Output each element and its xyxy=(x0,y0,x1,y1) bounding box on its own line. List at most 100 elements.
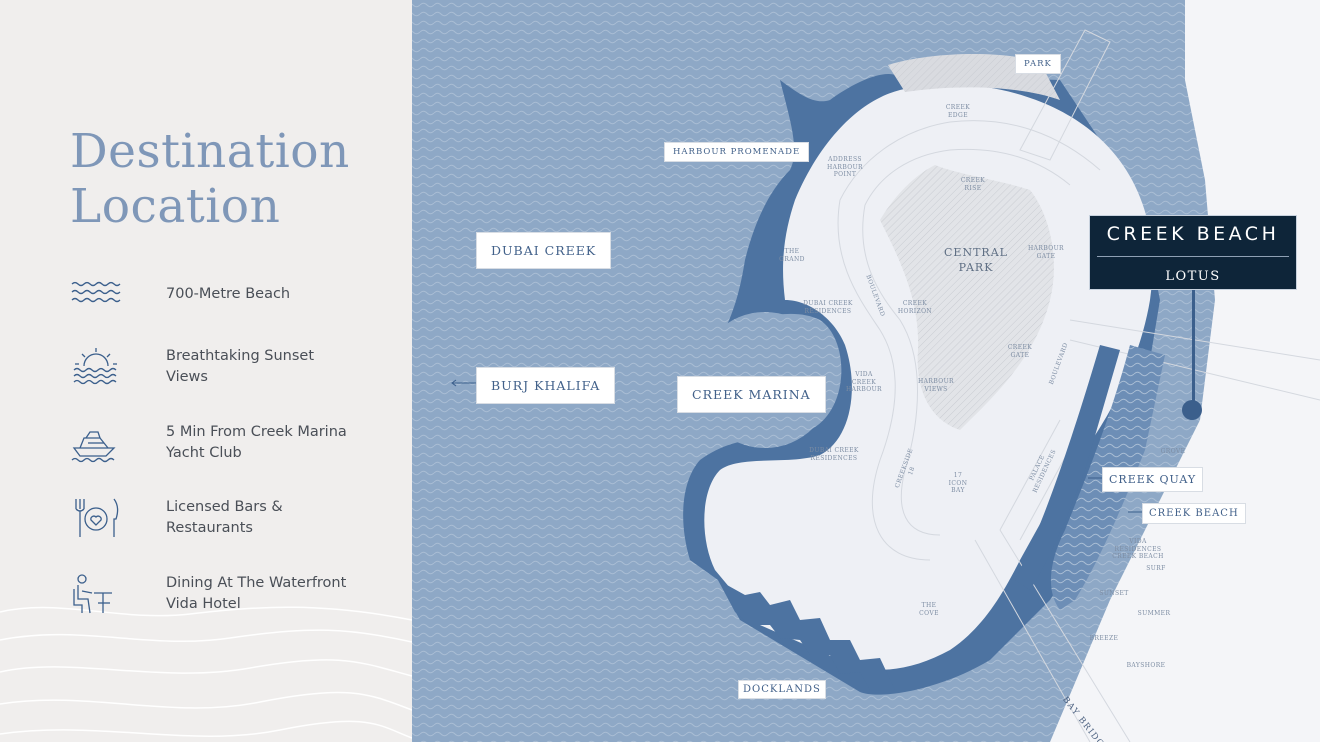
label-creek-quay[interactable]: CREEK QUAY xyxy=(1102,467,1204,492)
district-line: HORIZON xyxy=(897,307,933,315)
district-line: BREEZE xyxy=(1089,635,1119,642)
district-line: GATE xyxy=(1036,252,1056,260)
district-line: 17 xyxy=(953,472,963,479)
destination-subtitle: LOTUS xyxy=(1165,269,1221,284)
district-line: HARBOUR xyxy=(918,378,954,385)
district-line: HARBOUR xyxy=(846,386,882,393)
district-surf: SURF xyxy=(1142,565,1170,573)
waves-icon xyxy=(70,278,122,324)
label-harbour-promenade[interactable]: HARBOUR PROMENADE xyxy=(664,142,810,162)
title-line-2: Location xyxy=(70,179,281,234)
feature-text: 5 Min From Creek Marina Yacht Club xyxy=(166,422,386,463)
district-line: CREEK xyxy=(945,104,971,111)
feature-dining: Dining At The Waterfront Vida Hotel xyxy=(70,573,400,623)
district-line: POINT xyxy=(833,171,857,178)
feature-line-2: Yacht Club xyxy=(166,444,242,461)
district-vida-residences-creek-beach: VIDA RESIDENCES CREEK BEACH xyxy=(1106,538,1170,561)
district-line: VIDA xyxy=(855,371,873,378)
dining-icon xyxy=(70,573,122,619)
district-sunset: SUNSET xyxy=(1096,590,1132,598)
label-creek-beach[interactable]: CREEK BEACH xyxy=(1142,503,1246,524)
feature-text: 700-Metre Beach xyxy=(166,284,386,305)
district-line: BAY xyxy=(951,487,965,494)
feature-line-1: Licensed Bars & xyxy=(166,499,283,515)
district-line: ADDRESS xyxy=(828,156,862,163)
district-line: HARBOUR xyxy=(827,163,863,171)
district-the-cove: THE COVE xyxy=(914,602,944,617)
docklands-edge xyxy=(718,580,895,690)
feature-text: Licensed Bars & Restaurants xyxy=(166,497,386,538)
sunset-icon xyxy=(70,346,122,392)
district-line: CREEK xyxy=(1007,344,1033,351)
feature-sunset: Breathtaking Sunset Views xyxy=(70,346,400,396)
district-line: HARBOUR xyxy=(1028,245,1064,252)
creek-waterway xyxy=(1015,345,1120,590)
district-creek-gate: CREEK GATE xyxy=(1002,344,1038,359)
district-line: COVE xyxy=(919,609,939,617)
feature-line-1: Dining At The Waterfront xyxy=(166,575,347,591)
district-line: GROVE xyxy=(1160,448,1186,455)
district-address-harbour-point: ADDRESS HARBOUR POINT xyxy=(822,156,868,179)
label-burj-khalifa[interactable]: BURJ KHALIFA xyxy=(476,367,616,404)
district-17-icon-bay: 17 ICON BAY xyxy=(940,472,976,495)
district-line: SURF xyxy=(1146,565,1166,572)
location-pin-icon[interactable] xyxy=(1182,400,1202,420)
district-line: RESIDENCES xyxy=(810,454,858,462)
destination-pin-line xyxy=(1192,290,1195,402)
district-line: CREEK xyxy=(960,177,986,184)
district-line: SUNSET xyxy=(1099,590,1129,597)
feature-line-2: Views xyxy=(166,368,208,385)
destination-title: CREEK BEACH xyxy=(1106,223,1280,245)
central-park-line-1: CENTRAL xyxy=(944,246,1008,259)
decorative-waves xyxy=(0,606,412,739)
left-panel: Destination Location 700-Metre Beach xyxy=(0,0,412,742)
district-line: BAYSHORE xyxy=(1126,662,1166,669)
district-dubai-creek-residences-2: DUBAI CREEK RESIDENCES xyxy=(806,447,862,462)
district-the-grand: THE GRAND xyxy=(776,248,808,263)
label-park[interactable]: PARK xyxy=(1015,54,1061,74)
destination-divider xyxy=(1097,256,1289,257)
district-creek-horizon: CREEK HORIZON xyxy=(894,300,936,315)
district-creek-edge: CREEK EDGE xyxy=(940,104,976,119)
district-line: DUBAI CREEK xyxy=(803,300,853,307)
feature-line-2: Restaurants xyxy=(166,519,253,536)
district-grove: GROVE xyxy=(1156,448,1190,456)
district-vida-creek-harbour: VIDA CREEK HARBOUR xyxy=(844,371,884,394)
district-breeze: BREEZE xyxy=(1086,635,1122,643)
district-line: RESIDENCES xyxy=(804,307,852,315)
district-line: THE xyxy=(921,602,937,609)
district-line: DUBAI CREEK xyxy=(809,447,859,454)
feature-line-2: Vida Hotel xyxy=(166,595,241,612)
title-line-1: Destination xyxy=(70,124,350,179)
feature-yacht: 5 Min From Creek Marina Yacht Club xyxy=(70,422,400,472)
feature-text: Dining At The Waterfront Vida Hotel xyxy=(166,573,386,614)
page-title: Destination Location xyxy=(70,124,350,234)
district-line: CREEK xyxy=(851,378,877,386)
district-harbour-views: HARBOUR VIEWS xyxy=(916,378,956,393)
label-dubai-creek[interactable]: DUBAI CREEK xyxy=(476,232,612,269)
yacht-icon xyxy=(70,422,122,468)
label-docklands[interactable]: DOCKLANDS xyxy=(738,680,826,699)
district-line: VIEWS xyxy=(924,385,948,393)
district-bayshore: BAYSHORE xyxy=(1124,662,1168,670)
district-line: ICON xyxy=(948,479,968,487)
feature-line-1: Breathtaking Sunset xyxy=(166,348,315,364)
district-line: GATE xyxy=(1010,351,1030,359)
feature-text: Breathtaking Sunset Views xyxy=(166,346,386,387)
district-creek-rise: CREEK RISE xyxy=(955,177,991,192)
district-line: THE xyxy=(784,248,800,255)
district-dubai-creek-residences-1: DUBAI CREEK RESIDENCES xyxy=(800,300,856,315)
district-line: CREEK xyxy=(902,300,928,307)
burj-khalifa-arrow xyxy=(451,379,477,387)
district-summer: SUMMER xyxy=(1136,610,1172,618)
label-creek-marina[interactable]: CREEK MARINA xyxy=(677,376,826,413)
district-line: VIDA RESIDENCES xyxy=(1114,538,1162,553)
district-harbour-gate: HARBOUR GATE xyxy=(1026,245,1066,260)
feature-restaurants: Licensed Bars & Restaurants xyxy=(70,497,400,547)
destination-creek-beach-lotus[interactable]: CREEK BEACH LOTUS xyxy=(1089,215,1297,290)
feature-beach: 700-Metre Beach xyxy=(70,278,400,328)
mainland xyxy=(1050,0,1320,742)
central-park-line-2: PARK xyxy=(958,261,994,274)
district-line: SUMMER xyxy=(1137,610,1171,617)
district-line: CREEK BEACH xyxy=(1112,553,1164,560)
